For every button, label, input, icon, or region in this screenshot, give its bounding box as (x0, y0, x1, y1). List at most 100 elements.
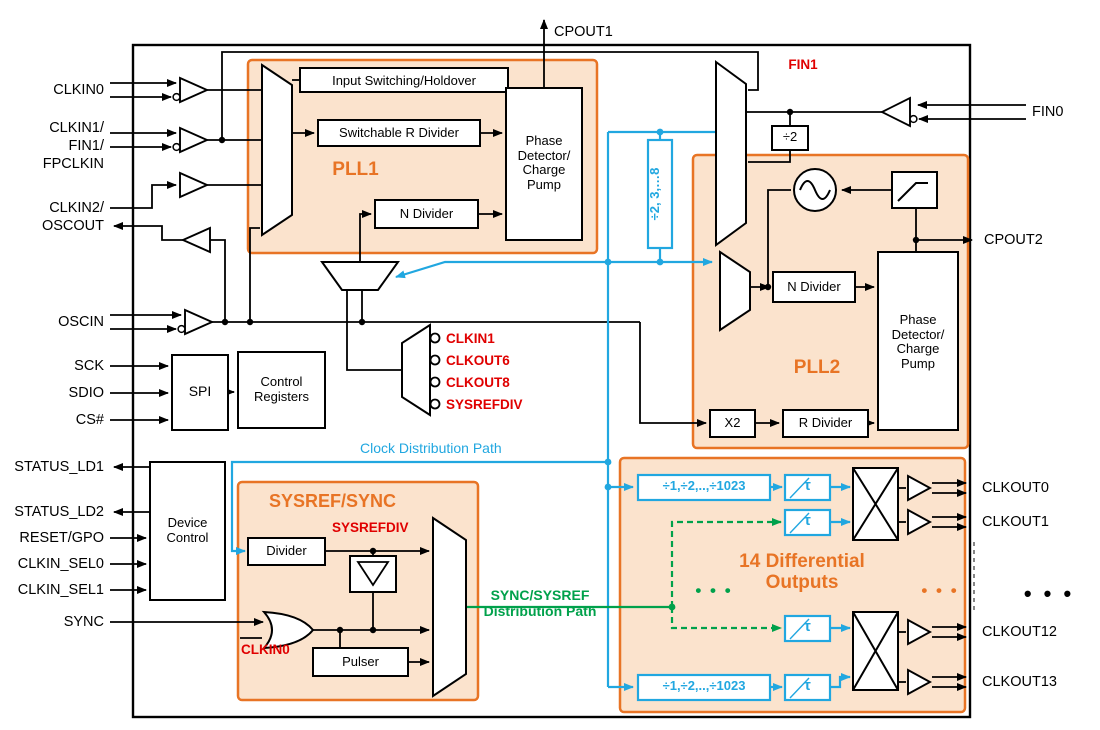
box-delay-3 (783, 614, 832, 643)
sine-icon (799, 180, 831, 200)
switchable-r-divider-label: Switchable R Divider (339, 125, 459, 140)
box-pulser (312, 647, 409, 677)
clock-distribution-path-label: Clock Distribution Path (360, 440, 502, 456)
box-switchable-r-divider (317, 119, 481, 147)
feedback-tap-mux (401, 323, 431, 417)
sysrefdiv-net-label: SYSREFDIV (332, 520, 409, 535)
pin-reset-gpo: RESET/GPO (19, 530, 104, 546)
buffers (172, 76, 932, 696)
delay-4-label: τ (804, 677, 811, 694)
vco-symbol (793, 168, 837, 212)
pll2-reference-mux (719, 250, 751, 332)
pin-oscout: OSCOUT (41, 218, 104, 234)
pin-sck: SCK (74, 358, 104, 374)
fin0-buffer (879, 96, 911, 128)
delay-1-label: τ (804, 477, 811, 494)
pin-clkout0: CLKOUT0 (982, 480, 1049, 496)
inverting-bubble (172, 142, 181, 152)
clkout13-buffer (907, 668, 932, 696)
box-device-control (149, 461, 226, 601)
pin-cpout2: CPOUT2 (984, 232, 1043, 248)
green-ellipsis: • • • (695, 581, 733, 600)
delay-3-label: τ (804, 618, 811, 635)
pin-fin1: FIN1/ (68, 138, 104, 154)
output-divider-bottom-label: ÷1,÷2,..,÷1023 (662, 678, 746, 693)
delay-2-label: τ (804, 512, 811, 529)
sync-or-gate (261, 610, 315, 650)
box-x2-doubler (709, 409, 756, 438)
tap-clkin1-label: CLKIN1 (446, 331, 495, 346)
output-divider-top-label: ÷1,÷2,..,÷1023 (662, 478, 746, 493)
oscout-buffer (180, 226, 211, 254)
fin-mux (715, 60, 747, 247)
inverting-bubble (172, 92, 181, 102)
crosspoint-x (852, 467, 899, 691)
distribution-boxes (636, 138, 832, 702)
box-pll2-r-divider (782, 409, 869, 438)
box-output-divider-top (636, 473, 772, 502)
lowpass-filter-icon (897, 182, 928, 202)
box-input-switching (299, 67, 509, 93)
tap-clkout6-label: CLKOUT6 (446, 353, 510, 368)
pll2-n-divider-label: N Divider (787, 279, 841, 294)
sysref-mux (432, 516, 467, 698)
sysref-sync-title: SYSREF/SYNC (268, 491, 397, 511)
oscin-buffer (184, 308, 215, 336)
pin-clkout13: CLKOUT13 (982, 674, 1057, 690)
pin-oscin: OSCIN (58, 314, 104, 330)
spi-label: SPI (188, 383, 212, 399)
pin-fin0: FIN0 (1032, 104, 1064, 120)
pin-clkin2: CLKIN2/ (49, 200, 104, 216)
sync-sysref-path-label: SYNC/SYSREF Distribution Path (483, 587, 597, 619)
clkout12-buffer (907, 618, 932, 646)
pin-fpclkin: FPCLKIN (42, 156, 104, 172)
pin-clkin-sel0: CLKIN_SEL0 (17, 556, 104, 572)
box-control-registers (237, 351, 326, 429)
retimer-triangle-icon (356, 561, 390, 587)
input-switching-label: Input Switching/Holdover (332, 73, 476, 88)
pll1-feedback-mux (320, 261, 400, 291)
pin-status-ld2: STATUS_LD2 (14, 504, 104, 520)
clkout0-buffer (907, 474, 932, 502)
pll2-phase-detector-label: Phase Detector/ Charge Pump (891, 312, 945, 371)
pin-sdio: SDIO (68, 385, 104, 401)
pll1-title: PLL1 (332, 159, 379, 180)
clkin0-buffer (179, 76, 210, 104)
pll2-title: PLL2 (793, 357, 841, 378)
device-control-label: Device Control (166, 515, 209, 545)
inverting-bubble (909, 114, 918, 124)
box-pll1-n-divider (374, 199, 479, 229)
sysref-divider-label: Divider (266, 543, 307, 558)
pin-sync: SYNC (63, 614, 104, 630)
fin1-net-label: FIN1 (788, 57, 818, 72)
vco-divider-label: ÷2, 3,…8 (647, 167, 662, 221)
box-pll2-phase-detector (877, 251, 959, 431)
orange-ellipsis: • • • (921, 581, 959, 600)
box-output-divider-bottom (636, 673, 772, 702)
pll1-n-divider-label: N Divider (399, 206, 454, 221)
pll2-r-divider-label: R Divider (798, 415, 853, 430)
junction-dots (218, 108, 920, 634)
wires-black (110, 19, 1026, 691)
pin-clkout12: CLKOUT12 (982, 624, 1057, 640)
pin-clkin-sel1: CLKIN_SEL1 (17, 582, 104, 598)
pll1-input-mux (261, 63, 293, 237)
inverting-bubble (177, 324, 186, 334)
pin-clkin1: CLKIN1/ (49, 120, 104, 136)
pll1-phase-detector-label: Phase Detector/ Charge Pump (517, 133, 571, 192)
clkin2-buffer (179, 171, 210, 199)
box-sysref-divider (247, 537, 326, 566)
box-vco-divider (646, 138, 674, 250)
pin-clkout1: CLKOUT1 (982, 514, 1049, 530)
x2-label: X2 (724, 415, 741, 430)
tap-terminals (429, 332, 441, 410)
pin-cs: CS# (75, 412, 104, 428)
tap-sysrefdiv-label: SYSREFDIV (446, 397, 523, 412)
wires-clock-path (230, 130, 851, 691)
box-spi (171, 354, 229, 431)
tap-clkout8-label: CLKOUT8 (446, 375, 510, 390)
pin-clkin0: CLKIN0 (53, 82, 104, 98)
fin-div2-label: ÷2 (782, 129, 798, 144)
clkin0-net-label: CLKIN0 (241, 642, 290, 657)
